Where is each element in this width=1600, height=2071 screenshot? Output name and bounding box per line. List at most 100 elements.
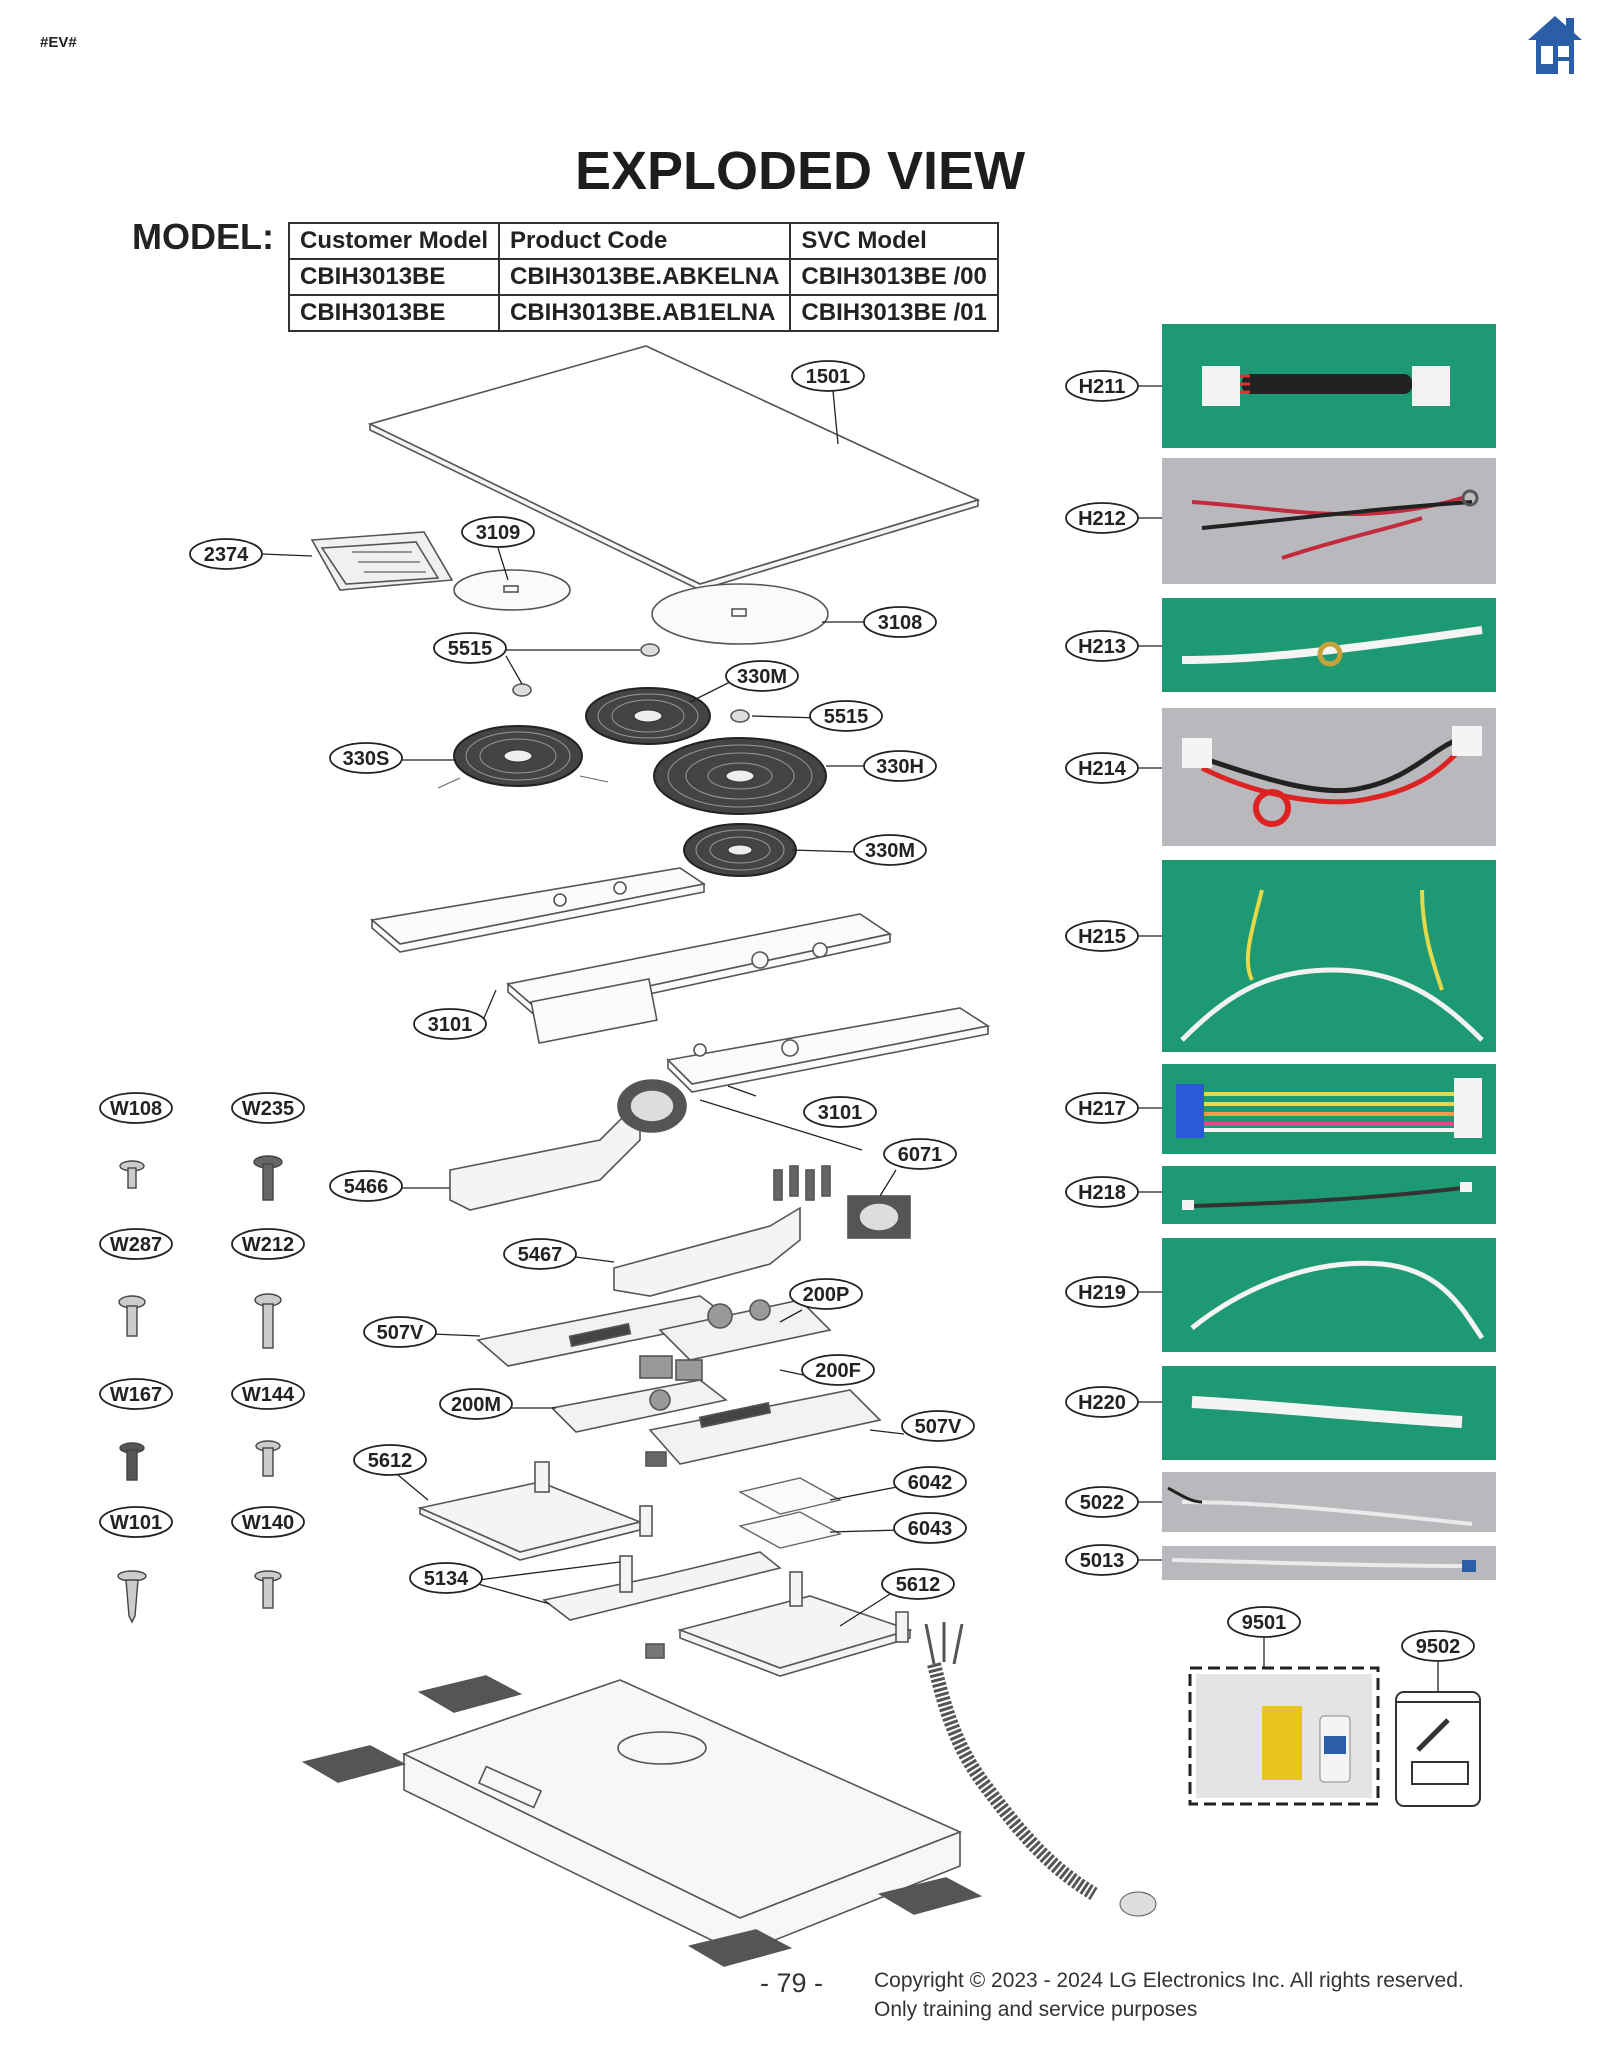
callout-507v-right[interactable]: 507V [901, 1410, 975, 1442]
svg-text:5515: 5515 [448, 638, 493, 660]
callout-5466[interactable]: 5466 [329, 1170, 403, 1202]
callout-200m[interactable]: 200M [439, 1388, 513, 1420]
callout-5013[interactable]: 5013 [1065, 1544, 1139, 1576]
header-svc-model: SVC Model [789, 222, 999, 260]
callout-200f[interactable]: 200F [801, 1354, 875, 1386]
callout-200p[interactable]: 200P [789, 1278, 863, 1310]
svg-text:H218: H218 [1078, 1182, 1126, 1204]
callout-330s[interactable]: 330S [329, 742, 403, 774]
svg-text:H212: H212 [1078, 508, 1126, 530]
cell-svc-model: CBIH3013BE /00 [789, 258, 999, 296]
callout-w144[interactable]: W144 [231, 1378, 305, 1410]
harness-photo-h213 [1162, 598, 1496, 692]
callout-330m-top[interactable]: 330M [725, 660, 799, 692]
page-tag: #EV# [40, 34, 77, 51]
control-board-part [310, 531, 454, 591]
svg-text:5013: 5013 [1080, 1550, 1125, 1572]
svg-text:3108: 3108 [878, 612, 923, 634]
callout-2374[interactable]: 2374 [189, 538, 263, 570]
svg-text:W212: W212 [242, 1234, 294, 1256]
svg-text:6043: 6043 [908, 1518, 953, 1540]
callout-3101-left[interactable]: 3101 [413, 1008, 487, 1040]
harness-photo-h215 [1162, 860, 1496, 1052]
svg-text:5612: 5612 [368, 1450, 413, 1472]
insulation-disc-large [651, 583, 829, 645]
main-pcbs [476, 1295, 882, 1467]
callout-6071[interactable]: 6071 [883, 1138, 957, 1170]
svg-text:330M: 330M [737, 666, 787, 688]
cleaning-kit-image [1188, 1666, 1380, 1806]
callout-9502[interactable]: 9502 [1401, 1630, 1475, 1662]
insulation-sheets [738, 1477, 842, 1549]
callout-w287[interactable]: W287 [99, 1228, 173, 1260]
home-icon[interactable] [1528, 14, 1582, 76]
svg-text:330M: 330M [865, 840, 915, 862]
harness-photo-h212 [1162, 458, 1496, 584]
svg-text:507V: 507V [915, 1416, 962, 1438]
part-callouts: 1501 2374 3109 3108 5515 330M 5515 330S … [99, 360, 1475, 1662]
callout-h217[interactable]: H217 [1065, 1092, 1139, 1124]
callout-w108[interactable]: W108 [99, 1092, 173, 1124]
callout-330h[interactable]: 330H [863, 750, 937, 782]
harness-photo-5013 [1162, 1546, 1496, 1580]
callout-w212[interactable]: W212 [231, 1228, 305, 1260]
harness-photo-h220 [1162, 1366, 1496, 1460]
callout-3108[interactable]: 3108 [863, 606, 937, 638]
svg-text:2374: 2374 [204, 544, 249, 566]
callout-3101-right[interactable]: 3101 [803, 1096, 877, 1128]
callout-330m-bottom[interactable]: 330M [853, 834, 927, 866]
callout-w167[interactable]: W167 [99, 1378, 173, 1410]
harness-photo-h214 [1162, 708, 1496, 846]
callout-5022[interactable]: 5022 [1065, 1486, 1139, 1518]
callout-h213[interactable]: H213 [1065, 630, 1139, 662]
callout-6042[interactable]: 6042 [893, 1466, 967, 1498]
cell-customer-model: CBIH3013BE [287, 258, 501, 296]
callout-5612-right[interactable]: 5612 [881, 1568, 955, 1600]
callout-5467[interactable]: 5467 [503, 1238, 577, 1270]
callout-5134[interactable]: 5134 [409, 1562, 483, 1594]
cooling-fans-and-ducts [449, 1079, 911, 1297]
callout-h219[interactable]: H219 [1065, 1276, 1139, 1308]
hardware-kit-image [1395, 1691, 1481, 1807]
svg-text:W108: W108 [110, 1098, 162, 1120]
svg-text:1501: 1501 [806, 366, 851, 388]
callout-w101[interactable]: W101 [99, 1506, 173, 1538]
callout-h220[interactable]: H220 [1065, 1386, 1139, 1418]
callout-1501[interactable]: 1501 [791, 360, 865, 392]
harness-photo-h211 [1162, 324, 1496, 448]
svg-text:507V: 507V [377, 1322, 424, 1344]
power-cord [924, 1622, 1157, 1917]
svg-text:9502: 9502 [1416, 1636, 1461, 1658]
induction-coils [437, 687, 827, 877]
sensor-part [640, 643, 660, 657]
callout-w140[interactable]: W140 [231, 1506, 305, 1538]
header-customer-model: Customer Model [287, 222, 501, 260]
model-label: MODEL: [132, 216, 274, 257]
callout-6043[interactable]: 6043 [893, 1512, 967, 1544]
callout-5515[interactable]: 5515 [433, 632, 507, 664]
callout-5515-right[interactable]: 5515 [809, 700, 883, 732]
callout-507v-left[interactable]: 507V [363, 1316, 437, 1348]
svg-text:9501: 9501 [1242, 1612, 1287, 1634]
callout-h218[interactable]: H218 [1065, 1176, 1139, 1208]
svg-text:5466: 5466 [344, 1176, 389, 1198]
callout-5612-left[interactable]: 5612 [353, 1444, 427, 1476]
svg-text:W287: W287 [110, 1234, 162, 1256]
callout-h214[interactable]: H214 [1065, 752, 1139, 784]
callout-9501[interactable]: 9501 [1227, 1606, 1301, 1638]
cell-product-code: CBIH3013BE.AB1ELNA [498, 294, 792, 332]
callout-3109[interactable]: 3109 [461, 516, 535, 548]
callout-h215[interactable]: H215 [1065, 920, 1139, 952]
header-product-code: Product Code [498, 222, 792, 260]
callout-h211[interactable]: H211 [1065, 370, 1139, 402]
svg-text:6071: 6071 [898, 1144, 943, 1166]
callout-w235[interactable]: W235 [231, 1092, 305, 1124]
svg-text:H217: H217 [1078, 1098, 1126, 1120]
svg-text:200P: 200P [803, 1284, 850, 1306]
table-row: CBIH3013BE CBIH3013BE.ABKELNA CBIH3013BE… [287, 258, 999, 296]
svg-text:3101: 3101 [818, 1102, 863, 1124]
svg-text:5134: 5134 [424, 1568, 469, 1590]
callout-h212[interactable]: H212 [1065, 502, 1139, 534]
cell-customer-model: CBIH3013BE [287, 294, 501, 332]
